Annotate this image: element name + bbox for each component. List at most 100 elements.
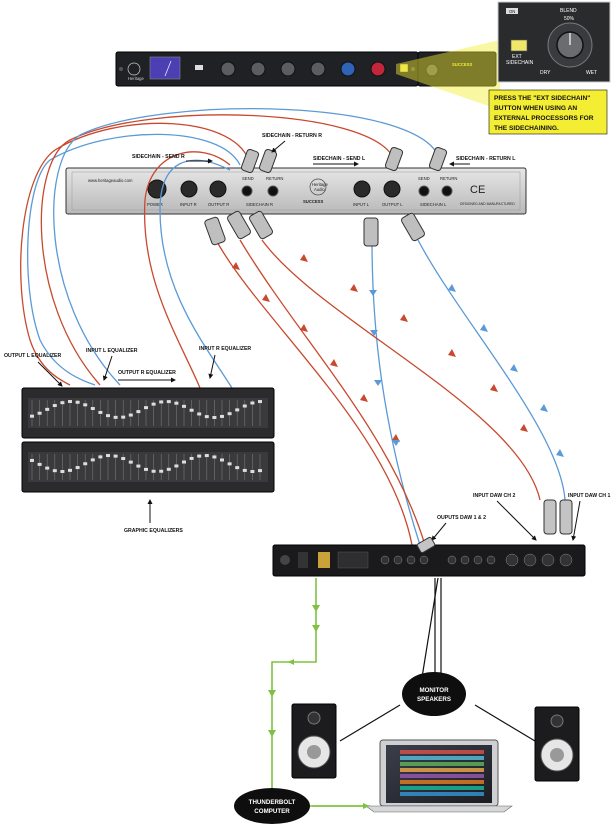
- rear-ce-mark: CE: [470, 184, 485, 196]
- xlr-input-ch1: [559, 499, 573, 535]
- front-knobs: [220, 61, 386, 77]
- eq-fader-cap: [212, 455, 217, 459]
- inset-wet-label: WET: [586, 70, 597, 76]
- inset-ext-button: [510, 39, 528, 52]
- eq-fader-cap: [83, 403, 88, 407]
- eq-fader-cap: [235, 408, 240, 412]
- cable-input-ch1-blue: [417, 239, 566, 501]
- daw-track: [400, 774, 484, 778]
- inset-dry-label: DRY: [540, 70, 551, 76]
- rear-return-r: RETURN: [266, 176, 283, 181]
- eq-fader-cap: [159, 469, 164, 473]
- eq-fader-cap: [30, 458, 34, 462]
- label-graphic-equalizers: GRAPHIC EQUALIZERS: [124, 528, 183, 534]
- interface-jack: [486, 555, 496, 565]
- eq-fader-cap: [242, 404, 247, 408]
- audio-interface: [272, 544, 586, 577]
- cable-outputs-red: [239, 239, 426, 546]
- eq-fader-cap: [68, 468, 72, 472]
- rear-return-l: RETURN: [440, 176, 457, 181]
- eq-fader-cap: [227, 412, 232, 416]
- rear-brand-1: Heritage: [312, 182, 328, 187]
- interface-jack: [393, 555, 403, 565]
- eq-fader-cap: [258, 400, 262, 404]
- xlr-plugs: [204, 146, 448, 247]
- front-logo: [127, 62, 141, 76]
- zoom-wedge: [396, 40, 500, 110]
- eq-fader-cap: [98, 455, 103, 459]
- eq-fader-cap: [151, 402, 156, 406]
- eq-fader-cap: [75, 466, 80, 470]
- label-input-l-equalizer: INPUT L EQUALIZER: [86, 348, 138, 354]
- cable-output-r-red: [215, 239, 413, 546]
- thunderbolt-line-1: THUNDERBOLT: [249, 799, 296, 806]
- eq-fader-cap: [151, 469, 156, 473]
- thunderbolt-line-2: COMPUTER: [254, 808, 290, 815]
- inset-blend-value: 50%: [564, 16, 575, 22]
- rear-input-r: INPUT R: [180, 202, 197, 207]
- eq-fader-cap: [144, 406, 148, 410]
- inset-blend-label: BLEND: [560, 8, 577, 14]
- callout-line-4: THE SIDECHAINING.: [494, 125, 559, 132]
- thunderbolt-computer-oval: THUNDERBOLT COMPUTER: [234, 788, 310, 824]
- eq-fader-cap: [113, 415, 118, 419]
- interface-jack: [541, 553, 555, 567]
- daw-track: [400, 786, 484, 790]
- eq-fader-cap: [52, 469, 57, 473]
- front-panel-unit: Heritage SUCCESS: [115, 51, 472, 87]
- label-sidechain-send-l: SIDECHAIN - SEND L: [313, 156, 366, 162]
- eq-fader-cap: [235, 466, 240, 470]
- eq-fader-cap: [227, 462, 232, 466]
- eq-fader-cap: [90, 458, 95, 462]
- xlr-input-ch2: [543, 499, 557, 535]
- monitor-speakers-line-1: MONITOR: [419, 687, 449, 694]
- label-output-r-equalizer: OUTPUT R EQUALIZER: [118, 370, 176, 376]
- eq-fader-cap: [189, 408, 194, 412]
- rear-power: POWER: [147, 202, 163, 207]
- interface-jack: [460, 555, 470, 565]
- front-model-2: SUCCESS: [452, 62, 472, 67]
- cable-return-l-blue: [53, 108, 441, 386]
- daw-track: [400, 762, 484, 766]
- eq-fader-cap: [83, 462, 88, 466]
- daw-track: [400, 780, 484, 784]
- rear-panel-unit: www.heritageaudio.com POWER INPUT R OUTP…: [65, 167, 527, 215]
- monitor-speaker-right: [534, 706, 580, 782]
- rear-output-l: OUTPUT L: [382, 202, 403, 207]
- cable-arrows: [232, 254, 564, 737]
- top-labels: SIDECHAIN - RETURN R SIDECHAIN - SEND R …: [132, 133, 516, 167]
- eq-fader-cap: [182, 460, 186, 464]
- cable-send-l-red: [40, 114, 396, 386]
- eq-fader-cap: [159, 400, 164, 404]
- label-sidechain-return-l: SIDECHAIN - RETURN L: [456, 156, 516, 162]
- cable-output-l-blue: [371, 239, 421, 546]
- inset-ext-label: EXT: [512, 54, 522, 60]
- label-output-l-equalizer: OUTPUT L EQUALIZER: [4, 353, 62, 359]
- eq-fader-cap: [182, 404, 186, 408]
- eq-fader-cap: [258, 469, 262, 473]
- interface-jack: [559, 553, 573, 567]
- interface-jack: [473, 555, 483, 565]
- cable-return-r: [20, 122, 251, 386]
- eq-fader-cap: [174, 464, 179, 468]
- interface-jack: [447, 555, 457, 565]
- daw-track: [400, 792, 484, 796]
- eq-fader-cap: [128, 413, 133, 417]
- eq-fader-cap: [250, 469, 255, 473]
- eq-fader-cap: [166, 400, 171, 404]
- eq-fader-cap: [30, 414, 34, 418]
- eq-fader-cap: [90, 407, 95, 411]
- eq-fader-cap: [204, 415, 209, 419]
- eq-fader-cap: [60, 469, 65, 473]
- eq-fader-cap: [166, 467, 171, 471]
- cables: [20, 108, 566, 807]
- eq-fader-cap: [75, 400, 80, 404]
- monitor-speakers-oval: MONITOR SPEAKERS: [402, 672, 466, 716]
- eq-fader-cap: [121, 415, 126, 419]
- label-sidechain-return-r: SIDECHAIN - RETURN R: [262, 133, 322, 139]
- eq-fader-cap: [197, 454, 202, 458]
- label-sidechain-send-r: SIDECHAIN - SEND R: [132, 154, 185, 160]
- graphic-equalizers: [21, 387, 275, 493]
- interface-jack: [505, 553, 519, 567]
- rear-output-r: OUTPUT R: [208, 202, 229, 207]
